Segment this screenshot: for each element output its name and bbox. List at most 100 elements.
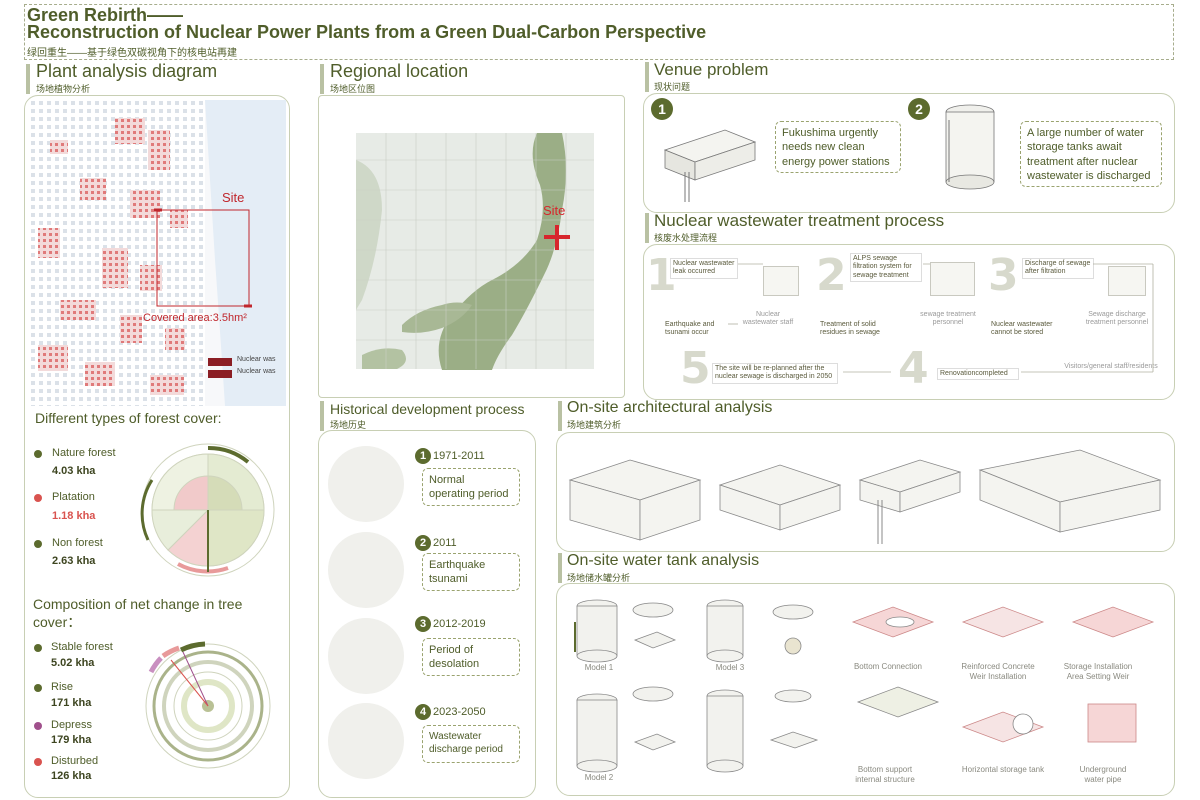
regional-title: Regional location bbox=[330, 61, 469, 81]
arch-title: On-site architectural analysis bbox=[567, 399, 773, 416]
process-renovation: Renovationcompleted bbox=[937, 368, 1019, 381]
history-illustration-4 bbox=[328, 703, 404, 779]
tank-details-illustration bbox=[848, 592, 1168, 792]
plant-legend-1: Nuclear was bbox=[237, 356, 276, 363]
tank-model-1-label: Model 1 bbox=[584, 663, 614, 672]
history-num-2: 2 bbox=[415, 535, 431, 551]
regional-map bbox=[322, 100, 622, 395]
process-discharge-personnel: Sewage discharge treatment personnel bbox=[1085, 311, 1149, 327]
arch-building-illustrations bbox=[560, 440, 1172, 548]
process-cannot: Nuclear wastewater cannot be stored bbox=[991, 321, 1053, 337]
header-subtitle: 绿回重生——基于绿色双碳视角下的核电站再建 bbox=[27, 48, 237, 59]
history-num-3: 3 bbox=[415, 616, 431, 632]
tank-model-3-label: Model 3 bbox=[715, 663, 745, 672]
venue-building-illustration bbox=[655, 110, 765, 205]
forest-value-1: 4.03 kha bbox=[52, 465, 96, 477]
net-dot-1 bbox=[34, 644, 42, 652]
header-frame bbox=[24, 4, 1174, 60]
regional-site-label: Site bbox=[543, 203, 566, 218]
net-value-2: 171 kha bbox=[51, 697, 92, 709]
history-desc-3: Period of desolation bbox=[422, 638, 520, 676]
forest-dot-3 bbox=[34, 540, 42, 548]
tank-model-2-label: Model 2 bbox=[584, 773, 614, 782]
plant-covered-area: Covered area:3.5hm² bbox=[143, 312, 247, 324]
process-num-2: 2 bbox=[816, 250, 847, 301]
process-solid: Treatment of solid residues in sewage bbox=[820, 321, 880, 337]
history-num-4: 4 bbox=[415, 704, 431, 720]
process-connector-lines bbox=[728, 263, 1154, 373]
process-discharge: Discharge of sewage after filtration bbox=[1022, 258, 1094, 279]
arch-section-bar bbox=[558, 401, 562, 431]
venue-subtitle: 现状问题 bbox=[654, 82, 691, 92]
venue-text-1: Fukushima urgently needs new clean energ… bbox=[775, 121, 901, 173]
history-subtitle: 场地历史 bbox=[330, 420, 367, 430]
process-title: Nuclear wastewater treatment process bbox=[654, 211, 945, 230]
process-leak: Nuclear wastewater leak occurred bbox=[670, 258, 738, 279]
net-dot-2 bbox=[34, 684, 42, 692]
net-value-4: 126 kha bbox=[51, 770, 92, 782]
history-desc-1: Normal operating period bbox=[422, 468, 520, 506]
plant-map-svg bbox=[30, 100, 286, 406]
history-period-4: 2023-2050 bbox=[433, 706, 486, 718]
history-illustration-3 bbox=[328, 618, 404, 694]
tank-models-illustration bbox=[565, 592, 845, 792]
net-value-3: 179 kha bbox=[51, 734, 92, 746]
venue-title: Venue problem bbox=[654, 60, 769, 79]
process-alps: ALPS sewage filtration system for sewage… bbox=[850, 253, 922, 283]
tank-title: On-site water tank analysis bbox=[567, 552, 760, 569]
process-num-5: 5 bbox=[680, 343, 711, 394]
net-label-2: Rise bbox=[51, 681, 74, 693]
plant-satellite-map bbox=[30, 100, 286, 406]
process-quake: Earthquake and tsunami occur bbox=[665, 321, 715, 337]
net-change-title-2: cover： bbox=[33, 614, 82, 630]
arch-subtitle: 场地建筑分析 bbox=[567, 420, 622, 430]
history-desc-4: Wastewater discharge period bbox=[422, 725, 520, 763]
forest-dot-1 bbox=[34, 450, 42, 458]
process-subtitle: 核废水处理流程 bbox=[654, 233, 718, 243]
header-title-line2: Reconstruction of Nuclear Power Plants f… bbox=[27, 22, 707, 42]
process-icon-2 bbox=[930, 262, 975, 296]
plant-section-bar bbox=[26, 64, 30, 94]
history-illustration-2 bbox=[328, 532, 404, 608]
forest-dot-2 bbox=[34, 494, 42, 502]
venue-num-2: 2 bbox=[908, 98, 930, 120]
process-replanned: The site will be re-planned after the nu… bbox=[712, 363, 838, 384]
tank-caption-5: Horizontal storage tank bbox=[961, 765, 1045, 774]
history-period-3: 2012-2019 bbox=[433, 618, 486, 630]
forest-cover-radial-chart bbox=[138, 440, 278, 580]
header-title-line1: Green Rebirth—— bbox=[27, 5, 184, 25]
tank-caption-6: Underground water pipe bbox=[1079, 765, 1127, 784]
history-period-2: 2011 bbox=[433, 537, 457, 549]
net-label-4: Disturbed bbox=[51, 755, 99, 767]
tank-caption-3: Storage Installation Area Setting Weir bbox=[1063, 662, 1133, 681]
tank-subtitle: 场地储水罐分析 bbox=[567, 573, 631, 583]
net-label-3: Depress bbox=[51, 719, 92, 731]
venue-text-2: A large number of water storage tanks aw… bbox=[1020, 121, 1162, 187]
net-value-1: 5.02 kha bbox=[51, 657, 95, 669]
history-period-1: 1971-2011 bbox=[433, 450, 485, 462]
forest-label-2: Platation bbox=[52, 491, 95, 503]
forest-cover-title: Different types of forest cover: bbox=[35, 410, 222, 426]
history-num-1: 1 bbox=[415, 448, 431, 464]
venue-tank-illustration bbox=[935, 100, 1005, 195]
process-visitors: Visitors/general staff/residents bbox=[1064, 363, 1158, 370]
forest-value-2: 1.18 kha bbox=[52, 510, 96, 522]
history-section-bar bbox=[320, 401, 324, 431]
net-dot-4 bbox=[34, 758, 42, 766]
process-panel bbox=[643, 244, 1175, 400]
plant-subtitle: 场地植物分析 bbox=[36, 84, 91, 94]
process-num-3: 3 bbox=[988, 250, 1019, 301]
forest-label-1: Nature forest bbox=[52, 447, 116, 459]
regional-section-bar bbox=[320, 64, 324, 94]
net-dot-3 bbox=[34, 722, 42, 730]
history-title: Historical development process bbox=[330, 401, 525, 417]
process-section-bar bbox=[645, 213, 649, 243]
process-icon-1 bbox=[763, 266, 799, 296]
net-change-title-1: Composition of net change in tree bbox=[33, 596, 243, 612]
plant-site-label: Site bbox=[222, 190, 245, 205]
process-icon-3 bbox=[1108, 266, 1146, 296]
history-desc-2: Earthquake tsunami bbox=[422, 553, 520, 591]
plant-title: Plant analysis diagram bbox=[36, 61, 218, 81]
process-staff: Nuclear wastewater staff bbox=[742, 311, 794, 327]
plant-legend-2: Nuclear was bbox=[237, 368, 276, 375]
